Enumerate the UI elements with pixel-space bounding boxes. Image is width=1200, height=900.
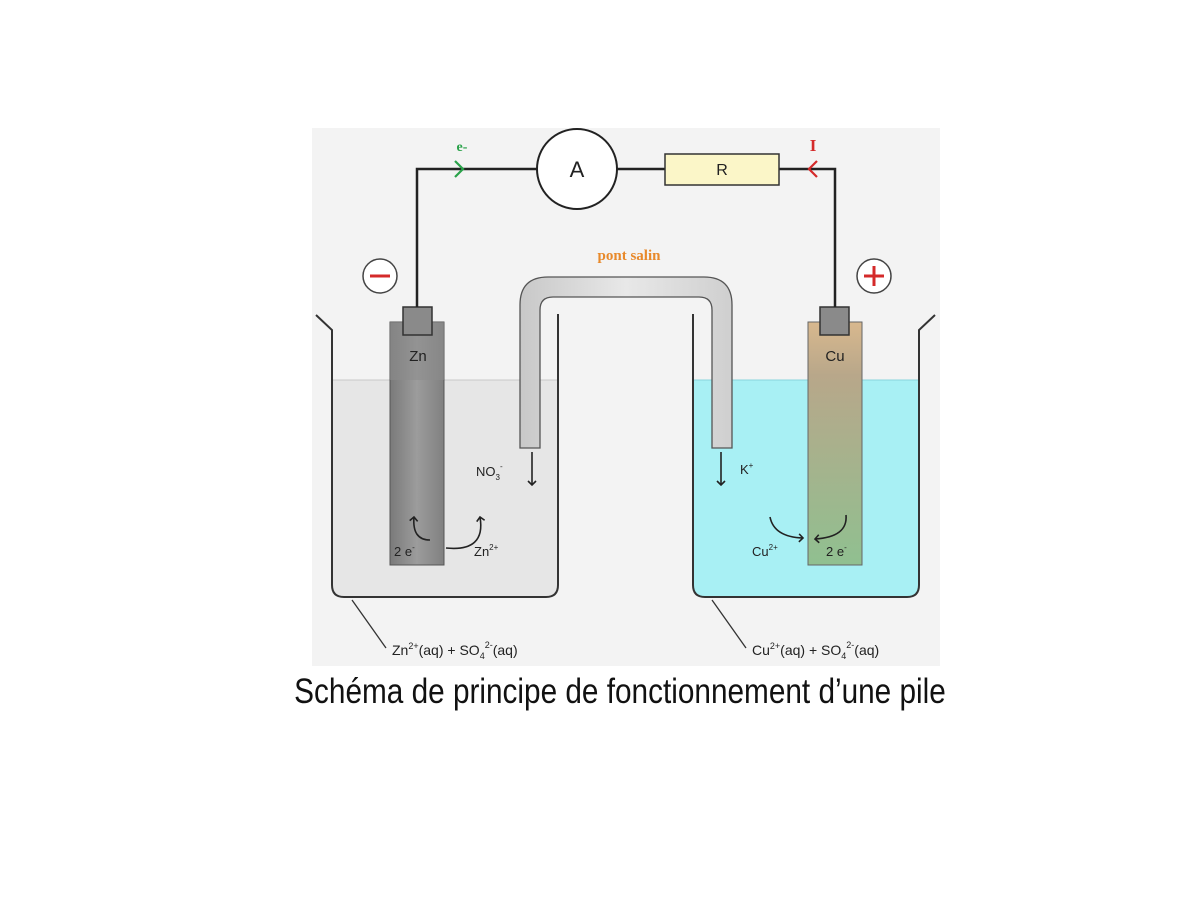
electron-flow-label: e- [457,140,468,155]
zinc-label: Zn [409,348,427,365]
copper-electrons-label: 2 e- [826,543,847,559]
nitrate-ion-label: NO3- [476,462,503,482]
diagram-caption: Schéma de principe de fonctionnement d’u… [294,672,946,711]
left-solution-leader [351,599,387,649]
copper-ion-label: Cu2+ [752,543,778,559]
copper-electrode [807,321,863,566]
zinc-electrons-label: 2 e- [394,543,415,559]
ammeter-label: A [570,157,585,182]
electron-release-arrow [409,515,431,541]
zinc-ion-release-arrow [445,515,486,550]
resistor-label: R [716,162,728,179]
ammeter [536,128,618,210]
external-wire-left [415,167,537,307]
right-solution-label: Cu2+(aq) + SO42-(aq) [752,640,879,661]
copper-ion-arrival-arrow [769,516,805,543]
left-solution [332,380,558,597]
current-label: I [810,136,817,155]
copper-label: Cu [825,348,844,365]
electron-arrival-arrow [813,514,847,544]
current-arrow [807,160,818,178]
zinc-terminal [402,306,433,336]
external-wire-right [779,167,837,307]
electron-flow-arrow [454,160,465,178]
salt-bridge [519,276,733,449]
left-beaker [315,314,559,598]
salt-bridge-label: pont salin [598,248,662,264]
left-solution-label: Zn2+(aq) + SO42-(aq) [392,640,518,661]
right-solution-leader [711,599,747,649]
potassium-ion-label: K+ [740,461,754,477]
zinc-ion-label: Zn2+ [474,543,499,559]
copper-terminal [819,306,850,336]
resistor [664,153,780,186]
right-beaker [692,314,936,598]
